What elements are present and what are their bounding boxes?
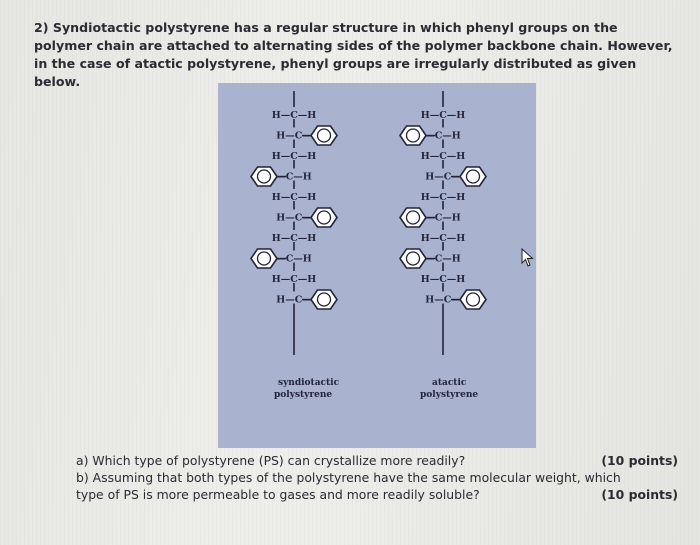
phenyl-ring-icon bbox=[310, 125, 338, 146]
phenyl-ring-inner bbox=[405, 251, 421, 266]
phenyl-ring-icon bbox=[399, 125, 427, 146]
chain-row-label: H—C—H bbox=[272, 192, 317, 203]
sub-question-a-text: a) Which type of polystyrene (PS) can cr… bbox=[76, 453, 466, 468]
chain-row-label: H—C—H bbox=[421, 233, 466, 244]
chain-row-label: H—C—H bbox=[421, 274, 466, 285]
phenyl-ring-icon bbox=[399, 248, 427, 269]
phenyl-ring-icon bbox=[310, 207, 338, 228]
chain-row-label: H—C—H bbox=[421, 151, 466, 162]
phenyl-ring-icon bbox=[310, 289, 338, 310]
chain-row-label: —C—H bbox=[425, 213, 461, 224]
chain-row-label: H—C—H bbox=[421, 192, 466, 203]
chain-row-label: H—C—H bbox=[272, 233, 317, 244]
syndiotactic-caption-line1: syndiotactic bbox=[278, 378, 340, 388]
phenyl-ring-inner bbox=[256, 169, 272, 184]
phenyl-ring-inner bbox=[405, 210, 421, 225]
phenyl-ring-inner bbox=[465, 169, 481, 184]
sub-question-b: b) Assuming that both types of the polys… bbox=[76, 469, 688, 503]
polystyrene-structures-diagram: H—C—HH—C—H—C—H—C—HH—C—HH—C—H—C—H—C—HH—C—… bbox=[250, 91, 487, 400]
phenyl-ring-inner bbox=[465, 292, 481, 307]
mouse-pointer-icon bbox=[521, 248, 534, 267]
chain-row-label: H—C—H bbox=[272, 151, 317, 162]
chain-row-label: —C—H bbox=[276, 254, 312, 265]
chain-row-label: H—C—H bbox=[272, 110, 317, 121]
atactic-caption-line1: atactic bbox=[432, 378, 467, 388]
chain-row-label: —C—H bbox=[425, 254, 461, 265]
chain-row-label: H—C— bbox=[425, 172, 461, 183]
sub-question-a-points: (10 points) bbox=[601, 453, 678, 468]
phenyl-ring-icon bbox=[399, 207, 427, 228]
chain-row-label: H—C—H bbox=[421, 110, 466, 121]
atactic-chain: H—C—H—C—HH—C—HH—C—H—C—H—C—HH—C—H—C—HH—C—… bbox=[399, 91, 487, 355]
phenyl-ring-inner bbox=[256, 251, 272, 266]
syndiotactic-chain: H—C—HH—C—H—C—H—C—HH—C—HH—C—H—C—H—C—HH—C—… bbox=[250, 91, 338, 355]
atactic-caption-line2: polystyrene bbox=[420, 390, 478, 400]
phenyl-ring-icon bbox=[459, 166, 487, 187]
sub-question-b-text: b) Assuming that both types of the polys… bbox=[76, 470, 621, 502]
phenyl-ring-inner bbox=[316, 210, 332, 225]
chain-row-label: H—C—H bbox=[272, 274, 317, 285]
syndiotactic-caption-line2: polystyrene bbox=[274, 390, 332, 400]
phenyl-ring-inner bbox=[405, 128, 421, 143]
phenyl-ring-icon bbox=[459, 289, 487, 310]
chain-row-label: —C—H bbox=[425, 131, 461, 142]
chain-row-label: H—C— bbox=[276, 295, 312, 306]
chain-row-label: —C—H bbox=[276, 172, 312, 183]
sub-question-b-points: (10 points) bbox=[601, 487, 678, 502]
chain-row-label: H—C— bbox=[276, 131, 312, 142]
chain-row-label: H—C— bbox=[276, 213, 312, 224]
sub-question-a: a) Which type of polystyrene (PS) can cr… bbox=[76, 452, 688, 469]
phenyl-ring-inner bbox=[316, 128, 332, 143]
phenyl-ring-icon bbox=[250, 166, 278, 187]
phenyl-ring-inner bbox=[316, 292, 332, 307]
question-intro: 2) Syndiotactic polystyrene has a regula… bbox=[34, 20, 673, 89]
chain-row-label: H—C— bbox=[425, 295, 461, 306]
phenyl-ring-icon bbox=[250, 248, 278, 269]
